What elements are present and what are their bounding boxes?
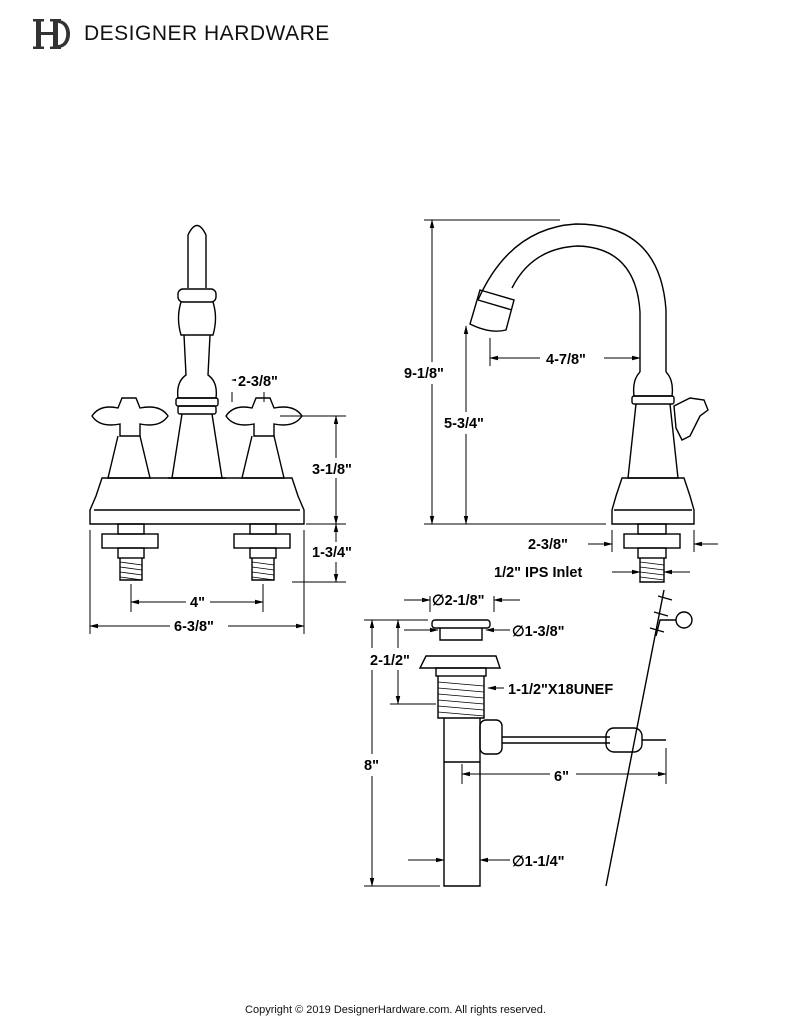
- lift-rod: [605, 589, 665, 887]
- dim-tailpiece-diameter: ∅1-1/4": [512, 854, 565, 870]
- dim-drain-flange-diameter: ∅2-1/8": [432, 593, 485, 609]
- drain-stopper: [431, 619, 491, 629]
- dim-handle-spacing: 2-3/8": [238, 374, 278, 390]
- drain-threaded-body: [437, 676, 485, 719]
- side-spout-arc: [477, 223, 667, 372]
- front-left-handle: [91, 397, 169, 437]
- drain-flange: [418, 655, 501, 669]
- drain-pivot-nut: [479, 719, 503, 755]
- side-base: [611, 477, 695, 525]
- dim-spout-reach: 4-7/8": [546, 352, 586, 368]
- dim-drain-thread: 1-1/2"X18UNEF: [508, 682, 613, 698]
- brand-header: DESIGNER HARDWARE: [32, 14, 330, 54]
- dim-center-spread: 4": [190, 595, 205, 611]
- copyright-footer: Copyright © 2019 DesignerHardware.com. A…: [245, 1004, 546, 1016]
- dh-monogram-logo: [33, 19, 70, 49]
- dim-inlet: 1/2" IPS Inlet: [494, 565, 582, 581]
- dim-base-width: 6-3/8": [174, 619, 214, 635]
- front-spout-collar: [177, 288, 217, 303]
- side-view: [469, 223, 709, 887]
- dim-spout-height: 5-3/4": [444, 416, 484, 432]
- dim-stopper-diameter: ∅1-3/8": [512, 624, 565, 640]
- dim-base-depth: 2-3/8": [528, 537, 568, 553]
- dim-pivot-rod-length: 6": [554, 769, 569, 785]
- front-base: [89, 477, 305, 525]
- brand-name: DESIGNER HARDWARE: [84, 22, 330, 45]
- dim-shank-length: 1-3/4": [312, 545, 352, 561]
- side-aerator: [469, 289, 515, 332]
- dim-drain-top-height: 2-1/2": [370, 653, 410, 669]
- front-view: [89, 224, 305, 581]
- drain-tailpiece: [443, 762, 481, 887]
- drain-assembly: [418, 619, 666, 887]
- side-handle: [673, 397, 709, 441]
- faucet-dimension-drawing: 2-3/8" 3-1/8" 1-3/4" 4" 6-3/8": [89, 219, 718, 887]
- front-spout: [187, 224, 207, 288]
- dim-deck-height: 3-1/8": [312, 462, 352, 478]
- front-right-handle: [225, 397, 303, 437]
- dim-drain-length: 8": [364, 758, 379, 774]
- front-spout-body: [177, 301, 217, 336]
- front-right-shank: [251, 558, 275, 581]
- dim-overall-height: 9-1/8": [404, 366, 444, 382]
- front-left-shank: [119, 558, 143, 581]
